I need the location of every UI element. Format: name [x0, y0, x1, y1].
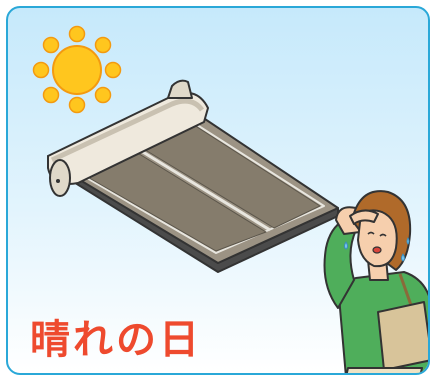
weather-card: 晴れの日: [6, 6, 430, 375]
solar-water-heater: [47, 79, 339, 273]
caption-text: 晴れの日: [30, 317, 202, 363]
person-wiping-sweat: [323, 190, 428, 373]
sun-icon: [32, 25, 122, 114]
scene-illustration: [32, 25, 428, 373]
